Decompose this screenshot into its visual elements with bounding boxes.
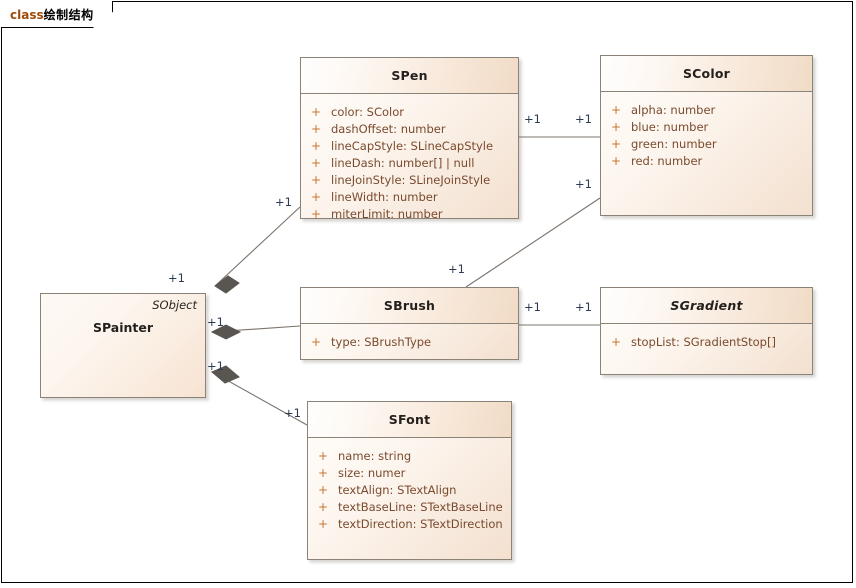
class-box-sfont[interactable]: SFont + name: string + size: numer + tex…	[307, 401, 512, 560]
attribute-signature: dashOffset: number	[331, 122, 446, 136]
class-header-sbrush: SBrush	[301, 288, 518, 324]
frame-keyword: class	[10, 7, 44, 22]
attribute-visibility: +	[310, 335, 322, 349]
multiplicity-painter-pen-target: +1	[275, 195, 292, 209]
class-attributes-scolor: + alpha: number + blue: number + green: …	[601, 92, 812, 176]
class-title-sgradient: SGradient	[670, 298, 743, 313]
class-header-sfont: SFont	[308, 402, 511, 438]
class-box-spen[interactable]: SPen + color: SColor + dashOffset: numbe…	[300, 57, 519, 221]
attribute-visibility: +	[317, 483, 329, 497]
class-title-sfont: SFont	[388, 412, 431, 427]
attribute-visibility: +	[310, 105, 322, 119]
attribute-signature: alpha: number	[631, 103, 716, 117]
multiplicity-brush-color-target: +1	[575, 177, 592, 191]
class-box-scolor[interactable]: SColor + alpha: number + blue: number + …	[600, 55, 813, 216]
attribute-signature: lineDash: number[] | null	[331, 156, 475, 170]
attribute-visibility: +	[610, 103, 622, 117]
attribute-visibility: +	[317, 517, 329, 531]
attribute-signature: lineWidth: number	[331, 190, 438, 204]
multiplicity-pen-color-target: +1	[575, 112, 592, 126]
attribute-row: + name: string	[308, 448, 511, 465]
attribute-row: + green: number	[601, 136, 812, 153]
attribute-signature: stopList: SGradientStop[]	[631, 335, 776, 349]
multiplicity-painter-font-target: +1	[284, 406, 301, 420]
attribute-visibility: +	[610, 335, 622, 349]
attribute-signature: color: SColor	[331, 105, 404, 119]
class-title-scolor: SColor	[682, 66, 730, 81]
frame-name: 绘制结构	[43, 8, 94, 22]
multiplicity-painter-pen-source: +1	[168, 271, 185, 285]
attribute-visibility: +	[310, 139, 322, 153]
attribute-row: + size: numer	[308, 465, 511, 482]
attribute-signature: blue: number	[631, 120, 709, 134]
attribute-row: + textBaseLine: STextBaseLine	[308, 499, 511, 516]
attribute-row: + blue: number	[601, 119, 812, 136]
attribute-row: + lineCapStyle: SLineCapStyle	[301, 138, 518, 155]
multiplicity-brush-color-source: +1	[448, 262, 465, 276]
attribute-row: + type: SBrushType	[301, 334, 518, 351]
attribute-visibility: +	[317, 466, 329, 480]
attribute-visibility: +	[310, 190, 322, 204]
attribute-visibility: +	[610, 120, 622, 134]
attribute-row: + red: number	[601, 153, 812, 170]
class-header-spen: SPen	[301, 58, 518, 94]
attribute-signature: name: string	[338, 449, 412, 463]
multiplicity-painter-font-source: +1	[207, 359, 224, 373]
multiplicity-brush-gradient-source: +1	[524, 300, 541, 314]
class-attributes-spen: + color: SColor + dashOffset: number + l…	[301, 94, 518, 229]
attribute-row: + textDirection: STextDirection	[308, 516, 511, 533]
class-box-sgradient[interactable]: SGradient + stopList: SGradientStop[]	[600, 287, 813, 375]
attribute-signature: textDirection: STextDirection	[338, 517, 503, 531]
attribute-row: + miterLimit: number	[301, 206, 518, 223]
attribute-visibility: +	[317, 449, 329, 463]
class-header-sgradient: SGradient	[601, 288, 812, 324]
attribute-signature: size: numer	[338, 466, 406, 480]
attribute-visibility: +	[310, 207, 322, 221]
attribute-visibility: +	[310, 122, 322, 136]
attribute-visibility: +	[310, 173, 322, 187]
attribute-signature: miterLimit: number	[331, 207, 443, 221]
attribute-row: + stopList: SGradientStop[]	[601, 334, 812, 351]
attribute-row: + color: SColor	[301, 104, 518, 121]
attribute-signature: type: SBrushType	[331, 335, 432, 349]
class-stereotype-spainter: SObject	[152, 298, 197, 312]
attribute-signature: lineJoinStyle: SLineJoinStyle	[331, 173, 491, 187]
attribute-signature: textAlign: STextAlign	[338, 483, 457, 497]
class-title-sbrush: SBrush	[383, 298, 436, 313]
attribute-row: + lineDash: number[] | null	[301, 155, 518, 172]
class-attributes-sfont: + name: string + size: numer + textAlign…	[308, 438, 511, 539]
class-attributes-sbrush: + type: SBrushType	[301, 324, 518, 357]
attribute-visibility: +	[610, 154, 622, 168]
attribute-row: + lineWidth: number	[301, 189, 518, 206]
attribute-signature: textBaseLine: STextBaseLine	[338, 500, 503, 514]
attribute-row: + dashOffset: number	[301, 121, 518, 138]
class-box-sbrush[interactable]: SBrush + type: SBrushType	[300, 287, 519, 360]
class-title-spen: SPen	[391, 68, 428, 83]
class-box-spainter[interactable]: SObject SPainter	[40, 293, 206, 398]
multiplicity-brush-gradient-target: +1	[575, 300, 592, 314]
attribute-visibility: +	[317, 500, 329, 514]
class-attributes-sgradient: + stopList: SGradientStop[]	[601, 324, 812, 357]
multiplicity-pen-color-source: +1	[524, 112, 541, 126]
attribute-row: + alpha: number	[601, 102, 812, 119]
attribute-row: + textAlign: STextAlign	[308, 482, 511, 499]
attribute-signature: lineCapStyle: SLineCapStyle	[331, 139, 494, 153]
class-title-spainter: SPainter	[92, 320, 154, 335]
multiplicity-painter-brush-source: +1	[207, 315, 224, 329]
attribute-row: + lineJoinStyle: SLineJoinStyle	[301, 172, 518, 189]
attribute-visibility: +	[310, 156, 322, 170]
class-header-scolor: SColor	[601, 56, 812, 92]
attribute-signature: red: number	[631, 154, 703, 168]
attribute-signature: green: number	[631, 137, 717, 151]
attribute-visibility: +	[610, 137, 622, 151]
